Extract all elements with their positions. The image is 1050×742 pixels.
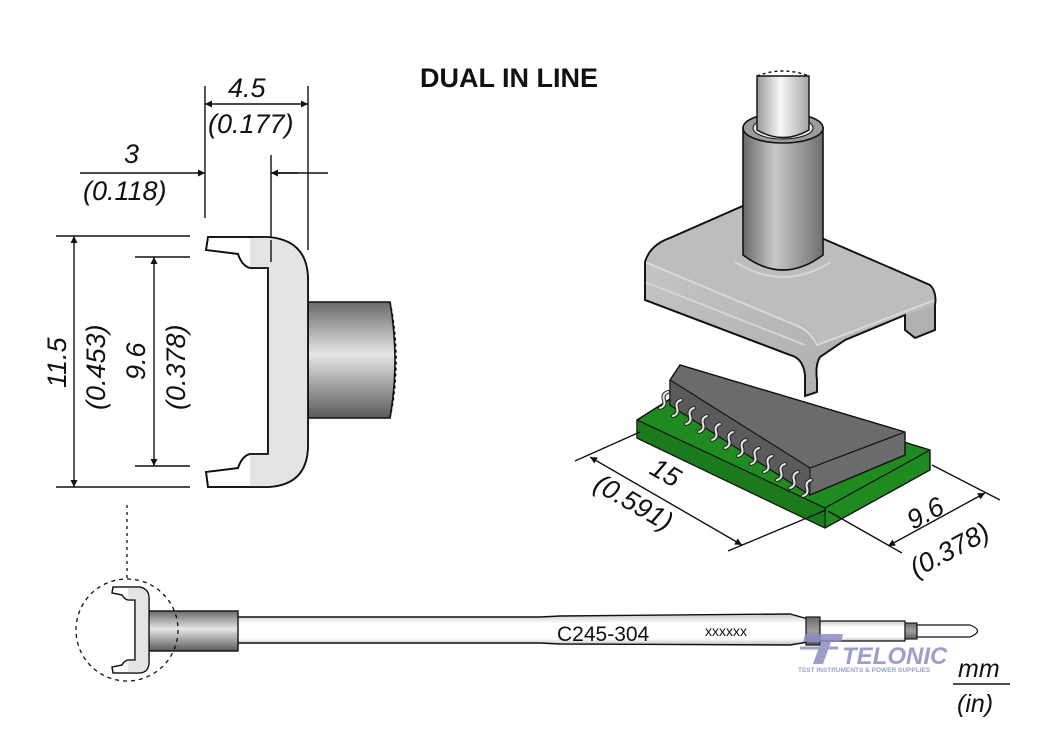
ic-pin (724, 431, 734, 449)
ic-pin (776, 463, 786, 481)
detail-circle (75, 578, 179, 682)
isometric-view: 15 (0.591) 9.6 (0.378) (574, 70, 1001, 583)
ic-pin (672, 399, 682, 417)
extension-line (727, 509, 827, 552)
ic-pin (737, 439, 747, 457)
ic-pin (659, 391, 669, 409)
break-line (389, 301, 397, 419)
cartridge-sensor-tip (916, 624, 979, 638)
ic-pin (711, 423, 721, 441)
units-legend: mm (in) (953, 655, 1010, 718)
tip-neck (742, 127, 824, 271)
dim-inner-height-in: (0.378) (161, 324, 191, 410)
unit-primary: mm (958, 655, 1000, 683)
ic-pin (750, 447, 760, 465)
ic-pin (763, 455, 773, 473)
ic-pin (685, 407, 695, 425)
dim-width-mm: 9.6 (902, 491, 950, 536)
tip-profile-shade (250, 237, 308, 487)
watermark: TELONIC TEST INSTRUMENTS & POWER SUPPLIE… (798, 634, 948, 674)
ic-pin (802, 479, 812, 497)
side-view: 4.5 (0.177) 3 (0.118) 11.5 (0.453) 9.6 (… (42, 73, 397, 580)
dim-outer-height-in: (0.453) (81, 324, 111, 410)
extension-line (931, 464, 1001, 501)
dim-width-mm: 4.5 (228, 73, 267, 103)
dim-inner-height-mm: 9.6 (121, 341, 151, 380)
extension-line (574, 431, 641, 462)
dimension-line-width (887, 492, 986, 547)
cartridge-model: C245-304 (557, 623, 650, 646)
diagram-title: DUAL IN LINE (420, 63, 598, 93)
cartridge-shank (147, 610, 239, 652)
heater-shaft (756, 75, 810, 139)
dim-offset-in: (0.118) (83, 176, 167, 206)
ic-pin (789, 471, 799, 489)
watermark-tagline: TEST INSTRUMENTS & POWER SUPPLIES (798, 667, 931, 674)
unit-secondary: (in) (957, 690, 993, 718)
watermark-brand: TELONIC (842, 643, 948, 670)
dim-offset-mm: 3 (124, 139, 139, 169)
dimension-line-length (589, 456, 743, 546)
ic-pin (698, 415, 708, 433)
dim-width-in: (0.177) (208, 109, 294, 139)
tip-shank (307, 301, 396, 419)
cartridge-serial: xxxxxx (705, 623, 747, 639)
extension-line (827, 510, 903, 554)
ic-pins (658, 390, 813, 498)
dim-outer-height-mm: 11.5 (42, 336, 72, 388)
cartridge-view: C245-304 xxxxxx (75, 578, 979, 682)
